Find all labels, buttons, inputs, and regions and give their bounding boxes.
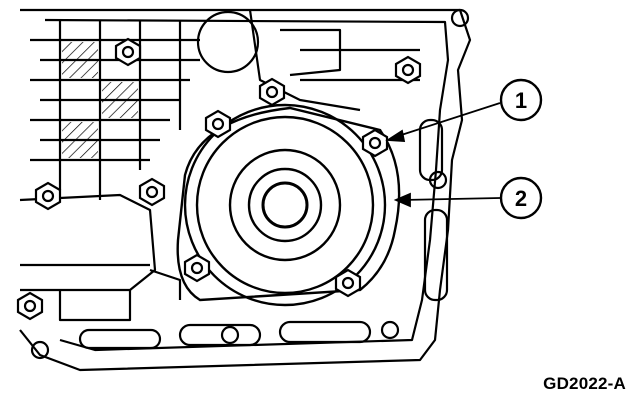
bolt xyxy=(258,77,286,107)
bolt xyxy=(138,177,166,207)
callout-2: 2 xyxy=(499,176,543,220)
bolt xyxy=(334,268,362,298)
bolt xyxy=(361,128,389,158)
figure-id: GD2022-A xyxy=(543,374,626,393)
callout-1: 1 xyxy=(499,78,543,122)
callout-1-number: 1 xyxy=(515,88,527,113)
callout-2-number: 2 xyxy=(515,186,527,211)
bolt xyxy=(16,291,44,321)
bolt xyxy=(183,253,211,283)
bolt xyxy=(114,37,142,67)
cover-plate xyxy=(183,103,387,307)
callout-leaders xyxy=(385,102,501,208)
bolt xyxy=(204,109,232,139)
bolt xyxy=(394,55,422,85)
bolts xyxy=(16,37,422,321)
bolt xyxy=(34,181,62,211)
gasket xyxy=(176,106,401,302)
